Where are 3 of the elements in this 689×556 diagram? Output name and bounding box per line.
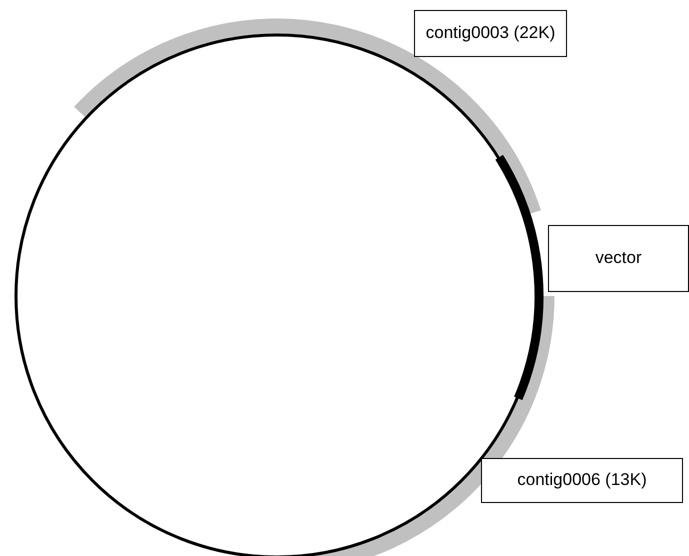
region-label: vector: [595, 248, 642, 269]
region-label: contig0006 (13K): [517, 470, 647, 491]
region-label: contig0003 (22K): [426, 23, 556, 44]
